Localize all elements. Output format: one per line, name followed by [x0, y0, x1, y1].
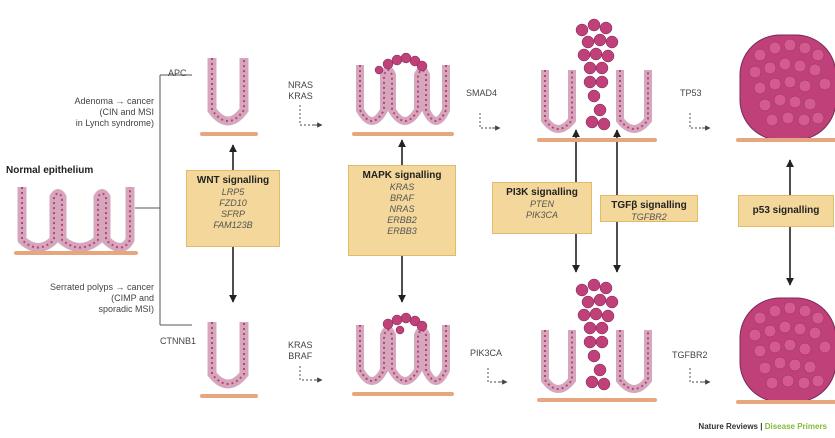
pathway-title: WNT signalling	[187, 175, 279, 187]
adenoma-route-label: Adenoma → cancer (CIN and MSI in Lynch s…	[42, 96, 154, 129]
pathway-gene: PTEN	[493, 199, 591, 210]
credit-separator: |	[760, 422, 762, 431]
top-stage-4-carcinoma	[736, 25, 835, 142]
gene-pik3ca: PIK3CA	[470, 348, 502, 359]
pathway-gene: FAM123B	[187, 220, 279, 231]
pathway-gene: BRAF	[349, 193, 455, 204]
bottom-stage-4-carcinoma	[736, 298, 835, 404]
gene-nras-kras: NRAS KRAS	[288, 80, 313, 102]
bottom-stage-2-crypts	[352, 313, 454, 396]
tgfb-pathway-box: TGFβ signalling TGFBR2	[600, 195, 698, 222]
top-stage-3-tumour	[537, 19, 657, 142]
wnt-pathway-box: WNT signalling LRP5 FZD10 SFRP FAM123B	[186, 170, 280, 247]
credit-line: Nature Reviews | Disease Primers	[698, 422, 827, 431]
pathway-gene: SFRP	[187, 209, 279, 220]
pathway-title: PI3K signalling	[493, 187, 591, 199]
pathway-gene: ERBB3	[349, 226, 455, 237]
pathway-gene: FZD10	[187, 198, 279, 209]
pathway-title: MAPK signalling	[349, 170, 455, 182]
bottom-stage-1-crypt	[200, 322, 258, 398]
gene-tgfbr2: TGFBR2	[672, 350, 708, 361]
gene-kras-braf: KRAS BRAF	[288, 340, 313, 362]
pi3k-pathway-box: PI3K signalling PTEN PIK3CA	[492, 182, 592, 234]
pathway-title: p53 signalling	[739, 205, 833, 217]
serrated-route-label: Serrated polyps → cancer (CIMP and spora…	[14, 282, 154, 315]
top-stage-1-crypt	[200, 58, 258, 136]
p53-pathway-box: p53 signalling	[738, 195, 834, 227]
credit-series: Disease Primers	[765, 422, 827, 431]
gene-ctnnb1: CTNNB1	[160, 336, 196, 347]
pathway-gene: NRAS	[349, 204, 455, 215]
normal-epithelium-illustration	[14, 187, 138, 255]
gene-smad4: SMAD4	[466, 88, 497, 99]
pathway-gene: TGFBR2	[601, 212, 697, 223]
bottom-stage-3-tumour	[537, 279, 657, 402]
pathway-gene: ERBB2	[349, 215, 455, 226]
normal-epithelium-label: Normal epithelium	[6, 165, 93, 176]
pathway-title: TGFβ signalling	[601, 200, 697, 212]
top-stage-2-crypts	[352, 53, 454, 136]
credit-journal: Nature Reviews	[698, 422, 758, 431]
mapk-pathway-box: MAPK signalling KRAS BRAF NRAS ERBB2 ERB…	[348, 165, 456, 256]
pathway-gene: LRP5	[187, 187, 279, 198]
gene-tp53: TP53	[680, 88, 702, 99]
pathway-gene: PIK3CA	[493, 210, 591, 221]
pathway-gene: KRAS	[349, 182, 455, 193]
gene-apc: APC	[168, 68, 187, 79]
